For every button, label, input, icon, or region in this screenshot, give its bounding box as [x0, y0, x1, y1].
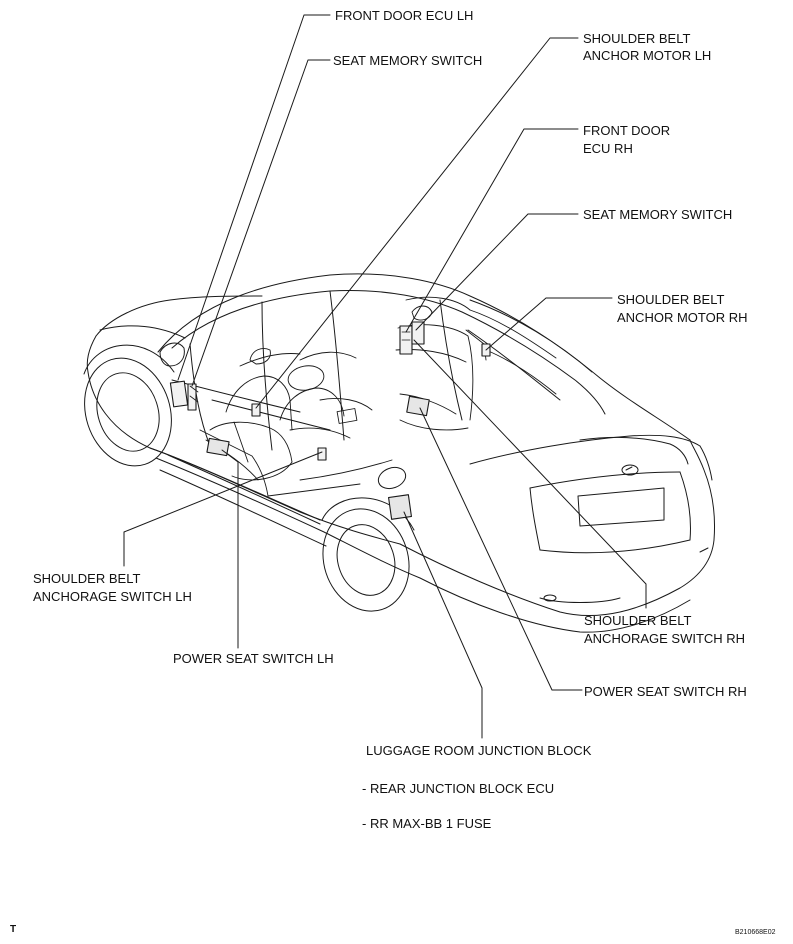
label-luggage-room-junction-block: LUGGAGE ROOM JUNCTION BLOCK: [366, 743, 592, 758]
shoulder-belt-anchor-motor-lh-box: [251, 403, 261, 417]
label-shoulder-belt-anchor-motor-rh-line2: ANCHOR MOTOR RH: [617, 310, 748, 325]
label-front-door-ecu-lh: FRONT DOOR ECU LH: [335, 8, 474, 23]
components: [169, 321, 491, 520]
footer-mark: T: [10, 924, 17, 935]
label-shoulder-belt-anchor-motor-lh-line1: SHOULDER BELT: [583, 31, 691, 46]
power-seat-switch-rh-box: [406, 395, 430, 417]
front-door-ecu-lh-box: [169, 380, 189, 408]
label-shoulder-belt-anchorage-switch-lh-line1: SHOULDER BELT: [33, 571, 141, 586]
leader-lines: [123, 14, 647, 739]
label-power-seat-switch-rh: POWER SEAT SWITCH RH: [584, 684, 747, 699]
car-body: [83, 273, 715, 633]
label-front-door-ecu-rh-line2: ECU RH: [583, 141, 633, 156]
label-seat-memory-switch-rh: SEAT MEMORY SWITCH: [583, 207, 733, 222]
shoulder-belt-anchorage-switch-lh-box: [317, 447, 327, 461]
label-power-seat-switch-lh: POWER SEAT SWITCH LH: [173, 651, 334, 666]
label-shoulder-belt-anchor-motor-rh-line1: SHOULDER BELT: [617, 292, 725, 307]
footer-figure-code: B210668E02: [735, 929, 776, 936]
label-shoulder-belt-anchor-motor-lh-line2: ANCHOR MOTOR LH: [583, 48, 712, 63]
label-seat-memory-switch-lh: SEAT MEMORY SWITCH: [333, 53, 483, 68]
luggage-room-junction-block-box: [388, 494, 412, 520]
label-shoulder-belt-anchorage-switch-rh-line2: ANCHORAGE SWITCH RH: [584, 631, 746, 646]
car-interior: [199, 296, 557, 497]
label-shoulder-belt-anchorage-switch-rh-line1: SHOULDER BELT: [584, 613, 692, 628]
label-rear-junction-block-ecu: - REAR JUNCTION BLOCK ECU: [362, 781, 555, 796]
label-rr-max-bb-fuse: - RR MAX-BB 1 FUSE: [362, 816, 492, 831]
seat-memory-switch-rh-box: [411, 321, 425, 345]
label-front-door-ecu-rh-line1: FRONT DOOR: [583, 123, 671, 138]
label-shoulder-belt-anchorage-switch-lh-line2: ANCHORAGE SWITCH LH: [33, 589, 192, 604]
